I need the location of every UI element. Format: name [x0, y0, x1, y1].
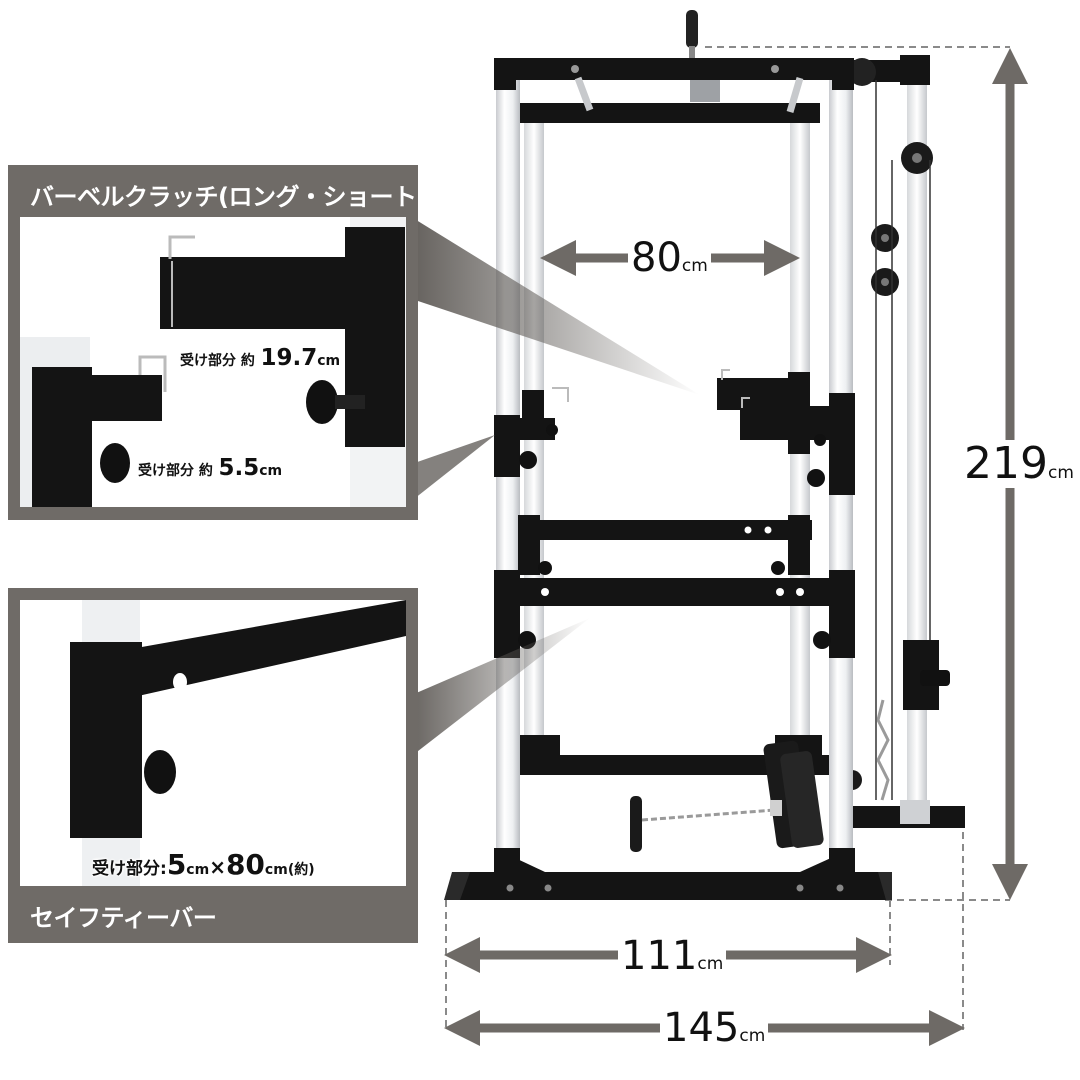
rack-front-frame [444, 10, 892, 900]
clutch-short-label: 受け部分 約 [138, 463, 213, 479]
total-width-value: 145 [663, 1005, 740, 1051]
inner-width-label: 80cm [628, 238, 711, 278]
clutch-detail-image: 受け部分 約 19.7cm 受け部分 約 5.5cm [20, 217, 406, 507]
base-width-value: 111 [621, 933, 698, 979]
safety-times: × [209, 855, 226, 879]
safety-detail-image: 受け部分:5cm×80cm(約) [20, 600, 406, 886]
handle-and-chain [630, 796, 782, 852]
safety-label: 受け部分: [92, 859, 167, 879]
base-width-unit: cm [697, 954, 724, 974]
safety-panel-title: セイフティーバー [30, 904, 217, 932]
safety-detail-panel: 受け部分:5cm×80cm(約) セイフティーバー [8, 588, 418, 943]
clutch-short-unit: cm [259, 463, 283, 479]
height-unit: cm [1047, 463, 1074, 483]
base-width-label: 111cm [618, 933, 727, 979]
clutch-detail-panel: バーベルクラッチ(ロング・ショート) 受け部分 約 19.7cm [8, 165, 427, 520]
inner-width-value: 80 [631, 235, 682, 281]
clutch-long-label: 受け部分 約 [180, 353, 255, 369]
total-width-label: 145cm [660, 1005, 769, 1051]
clutch-callout-shadow [400, 210, 700, 395]
clutch-short-value: 5.5 [218, 455, 260, 481]
clutch-callout-shadow-2 [400, 435, 495, 510]
height-value: 219 [964, 438, 1048, 489]
clutch-long-unit: cm [317, 353, 341, 369]
safety-suffix: (約) [287, 862, 315, 878]
barbell-clutches [494, 369, 855, 495]
safety-callout-shadow [400, 618, 590, 765]
inner-width-unit: cm [681, 256, 708, 276]
safety-value-a: 5 [166, 848, 187, 881]
safety-bars [494, 515, 855, 658]
total-width-unit: cm [739, 1026, 766, 1046]
clutch-panel-title: バーベルクラッチ(ロング・ショート) [30, 183, 427, 211]
clutch-long-callout: 受け部分 約 19.7cm [180, 345, 340, 371]
clutch-short-callout: 受け部分 約 5.5cm [138, 455, 282, 481]
clutch-long-value: 19.7 [260, 345, 318, 371]
safety-unit-b: cm [264, 862, 288, 878]
height-label: 219cm [962, 440, 1076, 488]
safety-value-b: 80 [225, 848, 265, 881]
safety-unit-a: cm [186, 862, 210, 878]
safety-callout: 受け部分:5cm×80cm(約) [92, 848, 315, 881]
